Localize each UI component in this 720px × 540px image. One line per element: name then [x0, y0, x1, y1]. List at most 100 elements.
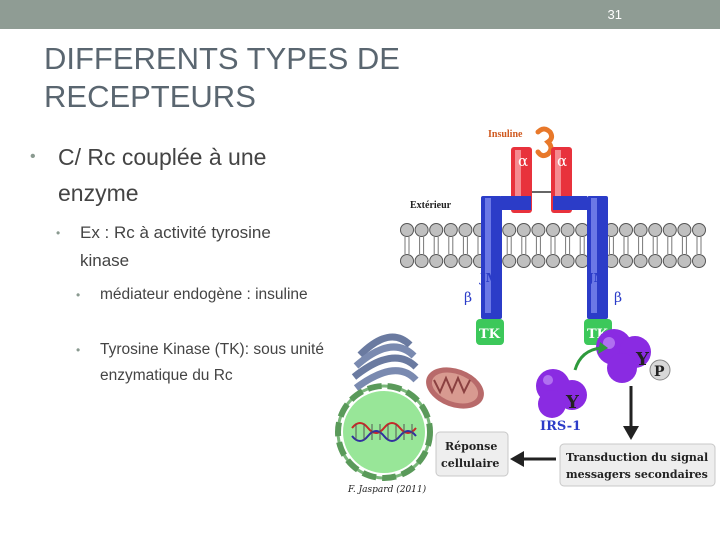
lipid-head	[516, 254, 531, 268]
lipid-head	[575, 223, 590, 237]
transduction-line-2: messagers secondaires	[566, 468, 708, 481]
irs-protein-bound-icon	[596, 329, 651, 383]
lipid-tail	[579, 237, 585, 254]
golgi-apparatus-icon	[351, 333, 419, 391]
lipid-tail	[535, 237, 541, 254]
reponse-line-2: cellulaire	[441, 457, 499, 470]
alpha-label-left: α	[518, 152, 528, 170]
bullet-dot-icon: •	[76, 288, 81, 302]
lipid-head	[575, 254, 590, 268]
lipid-head	[400, 223, 414, 237]
transduction-line-1: Transduction du signal	[566, 451, 708, 464]
reponse-line-1: Réponse	[445, 440, 497, 453]
bullet-text: C/ Rc couplée à une enzyme	[58, 144, 267, 206]
insulin-receptor-figure: Insuline Extérieur α α JM JM β β TK TK Y…	[335, 126, 716, 495]
lipid-tail	[652, 237, 658, 254]
y-label-bound: Y	[635, 349, 650, 370]
lipid-head	[414, 223, 429, 237]
mitochondrion-icon	[426, 367, 484, 409]
figure-credit: F. Jaspard (2011)	[347, 484, 427, 495]
lipid-head	[502, 223, 517, 237]
irs-protein-free-icon	[536, 369, 587, 418]
transduction-box	[559, 443, 716, 487]
lipid-tail	[448, 237, 454, 254]
lipid-head	[502, 254, 517, 268]
lipid-head	[619, 254, 633, 268]
irs1-label: IRS-1	[540, 419, 581, 434]
slide-title-line-2: RECEPTEURS	[44, 79, 256, 114]
lipid-head	[531, 254, 546, 268]
slide-title-line-1: DIFFERENTS TYPES DE	[44, 41, 400, 76]
lipid-tail	[638, 237, 644, 254]
lipid-head	[546, 254, 560, 268]
p-label: P	[654, 364, 665, 380]
exterieur-label: Extérieur	[410, 200, 452, 211]
lipid-head	[692, 254, 706, 268]
lipid-head	[560, 223, 575, 237]
bullet-level-3-tk: • Tyrosine Kinase (TK): sous unité enzym…	[76, 337, 328, 389]
lipid-head	[633, 254, 648, 268]
lipid-head	[458, 223, 473, 237]
bullet-level-2: • Ex : Rc à activité tyrosine kinase	[56, 219, 318, 275]
activation-arrow-icon	[573, 346, 602, 371]
bullet-level-3-insuline: • médiateur endogène : insuline	[76, 282, 328, 308]
lipid-head	[648, 223, 663, 237]
lipid-tail	[667, 237, 673, 254]
beta-subunit-left	[481, 196, 502, 319]
tk-domain-left	[476, 319, 504, 345]
lipid-tail	[419, 237, 425, 254]
lipid-tail	[462, 237, 468, 254]
y-label-free: Y	[565, 392, 580, 413]
bullet-level-1: • C/ Rc couplée à une enzyme	[30, 139, 330, 211]
lipid-head	[458, 254, 473, 268]
lipid-tail	[696, 237, 702, 254]
lipid-head	[560, 254, 575, 268]
lipid-head	[516, 223, 531, 237]
top-bar: 31	[0, 0, 720, 29]
phosphate-icon	[649, 359, 671, 381]
bullet-dot-icon: •	[56, 226, 61, 240]
lipid-head	[531, 223, 546, 237]
insulin-molecule-icon	[535, 126, 555, 159]
lipid-head	[677, 223, 692, 237]
beta-subunit-right	[587, 196, 608, 319]
reponse-box	[435, 431, 509, 477]
lipid-tail	[404, 237, 410, 254]
lipid-head	[633, 223, 648, 237]
insuline-label: Insuline	[488, 129, 523, 140]
lipid-tail	[506, 237, 512, 254]
lipid-head	[648, 254, 663, 268]
lipid-tail	[433, 237, 439, 254]
lipid-head	[400, 254, 414, 268]
bullet-text: Ex : Rc à activité tyrosine kinase	[80, 223, 271, 270]
tk-label-left: TK	[479, 327, 501, 342]
lipid-tail	[565, 237, 571, 254]
jm-label-right: JM	[587, 271, 607, 285]
lipid-head	[662, 223, 677, 237]
lipid-head	[443, 223, 458, 237]
lipid-tail	[550, 237, 556, 254]
lipid-head	[677, 254, 692, 268]
lipid-head	[443, 254, 458, 268]
nucleus-icon	[335, 383, 433, 481]
lipid-tail	[681, 237, 687, 254]
lipid-head	[414, 254, 429, 268]
bullet-text: Tyrosine Kinase (TK): sous unité enzymat…	[100, 341, 324, 384]
bullet-dot-icon: •	[30, 148, 36, 165]
lipid-head	[619, 223, 633, 237]
lipid-head	[429, 223, 444, 237]
beta-label-left: β	[464, 290, 472, 306]
alpha-label-right: α	[557, 152, 567, 170]
cell-membrane	[400, 223, 706, 268]
lipid-head	[429, 254, 444, 268]
slide-number: 31	[607, 7, 622, 22]
lipid-head	[692, 223, 706, 237]
beta-label-right: β	[614, 290, 622, 306]
jm-label-left: JM	[479, 271, 499, 285]
slide-title: DIFFERENTS TYPES DE RECEPTEURS	[44, 40, 464, 116]
lipid-tail	[623, 237, 629, 254]
lipid-head	[662, 254, 677, 268]
bullet-dot-icon: •	[76, 343, 81, 357]
lipid-head	[546, 223, 560, 237]
lipid-tail	[521, 237, 527, 254]
